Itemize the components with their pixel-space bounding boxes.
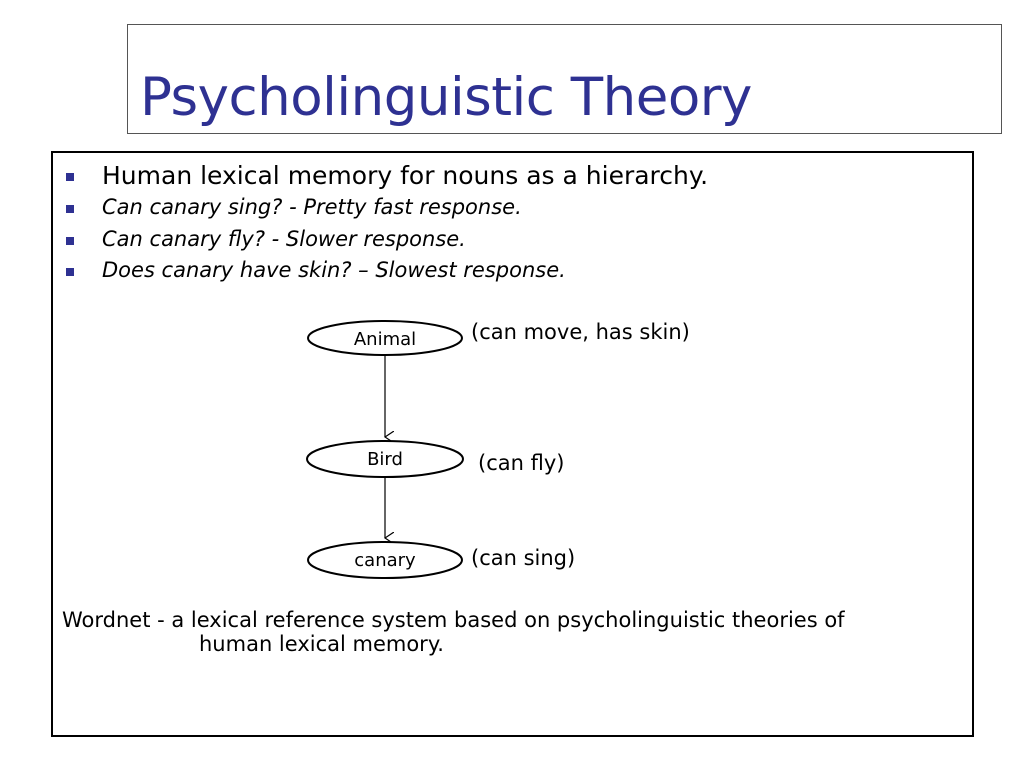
square-bullet-icon bbox=[66, 173, 74, 181]
title-box: Psycholinguistic Theory bbox=[127, 24, 1002, 134]
bullet-item-sing: Can canary sing? - Pretty fast response. bbox=[63, 192, 708, 224]
node-bird: Bird bbox=[306, 440, 464, 478]
annotation-animal: (can move, has skin) bbox=[471, 320, 690, 344]
node-animal: Animal bbox=[307, 320, 463, 356]
node-label-animal: Animal bbox=[354, 329, 416, 350]
wordnet-line-2: human lexical memory. bbox=[199, 632, 444, 656]
bullet-text: Does canary have skin? – Slowest respons… bbox=[102, 258, 566, 282]
content-box: Human lexical memory for nouns as a hier… bbox=[51, 151, 974, 737]
square-bullet-icon bbox=[66, 268, 74, 276]
annotation-canary: (can sing) bbox=[471, 546, 576, 570]
hierarchy-diagram: Animal Bird canary bbox=[306, 320, 464, 579]
node-label-canary: canary bbox=[354, 550, 416, 571]
wordnet-line-1: Wordnet - a lexical reference system bas… bbox=[62, 608, 845, 632]
slide-title: Psycholinguistic Theory bbox=[140, 67, 752, 128]
bullet-item-hierarchy: Human lexical memory for nouns as a hier… bbox=[63, 159, 708, 192]
bullet-text: Can canary sing? - Pretty fast response. bbox=[102, 195, 522, 219]
bullet-text: Can canary fly? - Slower response. bbox=[102, 226, 466, 251]
bullet-item-skin: Does canary have skin? – Slowest respons… bbox=[63, 255, 708, 287]
bullet-text: Human lexical memory for nouns as a hier… bbox=[102, 161, 709, 190]
annotation-bird: (can fly) bbox=[478, 451, 565, 475]
bullet-item-fly: Can canary fly? - Slower response. bbox=[63, 224, 708, 256]
square-bullet-icon bbox=[66, 236, 74, 245]
node-label-bird: Bird bbox=[367, 449, 403, 470]
node-canary: canary bbox=[307, 541, 463, 579]
wordnet-definition: Wordnet - a lexical reference system bas… bbox=[62, 608, 962, 656]
bullet-list: Human lexical memory for nouns as a hier… bbox=[63, 159, 708, 287]
square-bullet-icon bbox=[66, 205, 74, 213]
